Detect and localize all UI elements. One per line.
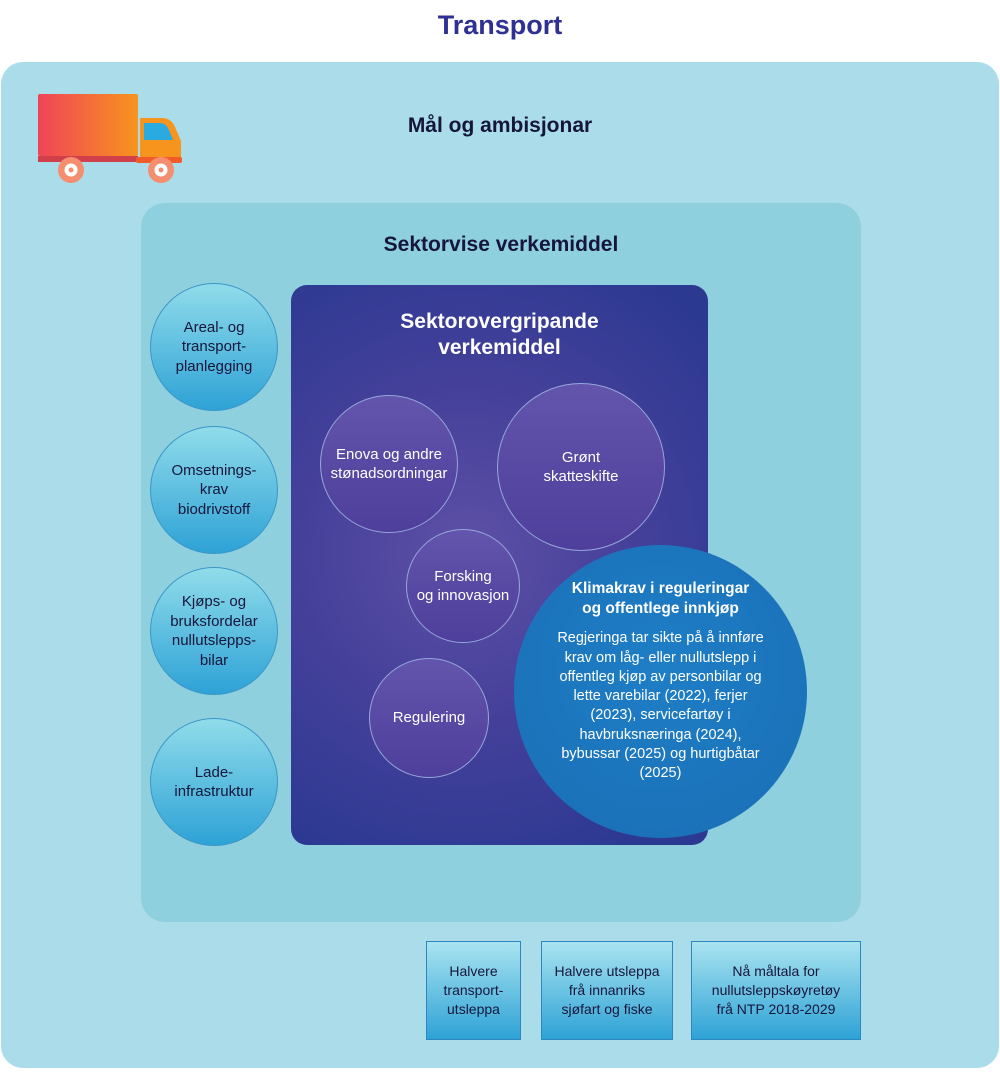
sector-panel: Sektorvise verkemiddel Areal- og transpo… <box>141 203 861 922</box>
instrument-circle-forsking-innovasjon: Forsking og innovasjon <box>406 529 520 643</box>
truck-icon <box>33 90 188 192</box>
truck-icon-svg <box>38 94 182 183</box>
measure-circle-omsetningskrav-biodrivstoff: Omsetnings- krav biodrivstoff <box>150 426 278 554</box>
instrument-circle-label: Enova og andre stønadsordningar <box>330 445 448 483</box>
instrument-circle-label: Regulering <box>392 709 466 727</box>
page-title: Transport <box>437 10 563 40</box>
target-box-label: Halvere utsleppa frå innanriks sjøfart o… <box>554 963 660 1017</box>
instrument-circle-label: Forsking og innovasjon <box>416 567 510 605</box>
measure-circle-kjops-bruksfordelar: Kjøps- og bruksfordelar nullutslepps- bi… <box>150 567 278 695</box>
climate-requirements-body: Regjeringa tar sikte på å innføre krav o… <box>557 630 764 782</box>
measure-circle-label: Areal- og transport- planlegging <box>175 318 253 375</box>
goals-panel: Mål og ambisjonar Sektorvise verkemiddel… <box>1 62 999 1068</box>
measure-circle-label: Lade- infrastruktur <box>174 763 254 801</box>
measure-circle-ladeinfrastruktur: Lade- infrastruktur <box>150 718 278 846</box>
overarching-heading: Sektorovergripande verkemiddel <box>400 310 599 360</box>
target-box-halvere-sjofart-fiske: Halvere utsleppa frå innanriks sjøfart o… <box>541 941 673 1040</box>
measure-circle-areal-transportplanlegging: Areal- og transport- planlegging <box>150 283 278 411</box>
target-box-halvere-transportutsleppa: Halvere transport- utsleppa <box>426 941 521 1040</box>
overarching-panel: Sektorovergripande verkemiddel Enova og … <box>291 285 807 845</box>
instrument-circle-label: Grønt skatteskifte <box>543 448 619 486</box>
measure-circle-label: Omsetnings- krav biodrivstoff <box>171 461 257 518</box>
instrument-circle-enova: Enova og andre stønadsordningar <box>320 395 458 533</box>
instrument-circle-regulering: Regulering <box>369 658 489 778</box>
target-box-label: Halvere transport- utsleppa <box>443 963 504 1017</box>
target-box-maltala-ntp: Nå måltala for nullutsleppskøyretøy frå … <box>691 941 861 1040</box>
measure-circle-label: Kjøps- og bruksfordelar nullutslepps- bi… <box>170 593 258 669</box>
target-box-label: Nå måltala for nullutsleppskøyretøy frå … <box>711 963 841 1017</box>
instrument-circle-gront-skatteskifte: Grønt skatteskifte <box>497 383 665 551</box>
climate-requirements-circle: Klimakrav i reguleringar og offentlege i… <box>514 545 807 838</box>
sector-heading: Sektorvise verkemiddel <box>383 233 619 256</box>
goals-heading: Mål og ambisjonar <box>407 114 593 137</box>
climate-requirements-heading: Klimakrav i reguleringar og offentlege i… <box>571 580 750 618</box>
